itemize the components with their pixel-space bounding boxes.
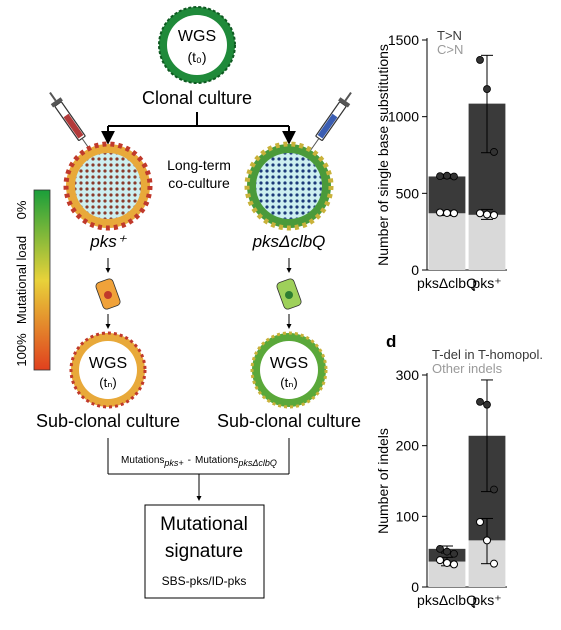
data-point-lower [490, 559, 498, 568]
y-tick-label: 100 [396, 508, 420, 524]
data-point-total [436, 172, 444, 181]
x-category-label: pks⁺ [472, 275, 501, 291]
data-point-total [436, 544, 444, 553]
data-point-lower [443, 208, 451, 217]
split-arrows [101, 112, 296, 145]
data-point-lower [436, 208, 444, 217]
data-point-total [490, 485, 498, 494]
bar-segment [428, 213, 466, 270]
x-category-label: pksΔclbQ [417, 275, 477, 291]
co-culture-label-line1: Long-term [167, 157, 231, 173]
data-point-lower [483, 536, 491, 545]
data-point-lower [476, 209, 484, 218]
single-cell-wt-icon [95, 278, 121, 310]
t0-label: (t₀) [187, 49, 206, 65]
panel-label: d [386, 332, 396, 351]
wgs-label-wt: WGS [89, 355, 127, 372]
wgs-label-top: WGS [178, 28, 216, 45]
subclonal-label-mut: Sub-clonal culture [217, 411, 361, 431]
data-point-total [476, 56, 484, 64]
organoid-pks-wt-coculture [63, 141, 153, 231]
x-category-label: pks⁺ [472, 592, 501, 608]
single-cell-mut-icon [276, 278, 302, 310]
legend-entry: T-del in T-homopol. [432, 347, 543, 362]
signature-line3: SBS-pks/ID-pks [162, 574, 247, 588]
data-point-lower [483, 210, 491, 219]
data-point-lower [436, 556, 444, 565]
data-point-total [483, 85, 491, 93]
signature-line1: Mutational [160, 514, 248, 535]
y-axis-label: Number of single base substitutions [375, 44, 391, 266]
organoid-t0: WGS (t₀) [158, 6, 236, 84]
organoid-tn-wt: WGS (tₙ) [69, 331, 147, 409]
y-tick-label: 1000 [388, 109, 419, 125]
data-point-total [443, 547, 451, 556]
subtraction-bracket [107, 438, 290, 501]
data-point-total [450, 549, 458, 558]
syringe-left-icon [49, 91, 91, 151]
organoid-pks-mut-coculture [244, 141, 334, 231]
signature-box: Mutational signature SBS-pks/ID-pks [144, 504, 265, 599]
y-tick-label: 1500 [388, 32, 419, 48]
bar-segment [428, 176, 466, 214]
data-point-total [490, 148, 498, 156]
data-point-total [450, 172, 458, 181]
y-tick-label: 200 [396, 438, 420, 454]
y-tick-label: 0 [411, 262, 419, 278]
x-category-label: pksΔclbQ [417, 592, 477, 608]
data-point-total [443, 171, 451, 180]
load-scale-label: Mutational load [14, 236, 29, 324]
co-culture-label-line2: co-culture [168, 175, 230, 191]
data-point-lower [450, 209, 458, 218]
subtraction-formula: Mutationspks+-MutationspksΔclbQ [121, 455, 277, 468]
legend-entry: T>N [437, 28, 462, 43]
load-bottom-label: 100% [14, 333, 29, 367]
mutational-load-scale: 0% Mutational load 100% [14, 189, 51, 371]
y-axis-label: Number of indels [375, 428, 391, 534]
y-tick-label: 300 [396, 367, 420, 383]
organoid-tn-mut: WGS (tₙ) [250, 331, 328, 409]
data-point-total [476, 397, 484, 406]
strain-wt-label: pks⁺ [89, 232, 127, 251]
subclonal-label-wt: Sub-clonal culture [36, 411, 180, 431]
data-point-total [483, 400, 491, 409]
strain-mut-label: pksΔclbQ [252, 232, 326, 251]
clonal-culture-label: Clonal culture [142, 88, 252, 108]
y-tick-label: 500 [396, 185, 420, 201]
wgs-label-mut: WGS [270, 355, 308, 372]
syringe-right-icon [310, 91, 352, 151]
tn-label-mut: (tₙ) [280, 375, 297, 390]
data-point-lower [450, 560, 458, 569]
y-tick-label: 0 [411, 579, 419, 595]
legend-entry: C>N [437, 42, 463, 57]
tn-label-wt: (tₙ) [99, 375, 116, 390]
data-point-lower [443, 558, 451, 567]
bar-segment [468, 214, 506, 270]
data-point-lower [490, 211, 498, 220]
data-point-lower [476, 517, 484, 526]
workflow-diagram: WGS (t₀) Clonal culture [14, 6, 361, 599]
signature-line2: signature [165, 541, 243, 562]
cell-selection-arrows [105, 258, 292, 329]
load-top-label: 0% [14, 200, 29, 219]
legend-entry: Other indels [432, 361, 503, 376]
